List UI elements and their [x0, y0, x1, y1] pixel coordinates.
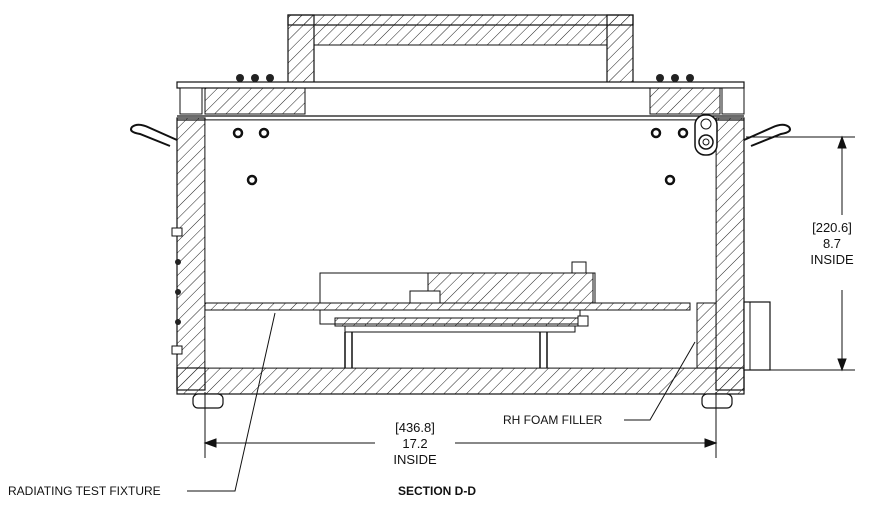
- radiating-fixture-leader: [187, 312, 276, 492]
- height-imperial: 8.7: [822, 236, 842, 251]
- test-fixture: [319, 261, 596, 368]
- rh-foam-filler: [696, 302, 717, 369]
- shelf-plate: [204, 302, 691, 311]
- width-metric: [436.8]: [395, 420, 435, 435]
- rh-foam-filler-label: RH FOAM FILLER: [503, 413, 603, 427]
- foam-filler-leader: [624, 341, 696, 421]
- right-side-handle: [743, 123, 791, 147]
- width-imperial: 17.2: [402, 436, 428, 451]
- right-side-box: [743, 301, 771, 371]
- right-foot: [701, 393, 733, 409]
- left-side-handle: [130, 123, 178, 147]
- height-metric: [220.6]: [812, 220, 852, 235]
- radiating-test-fixture-label: RADIATING TEST FIXTURE: [8, 484, 161, 498]
- section-title: SECTION D-D: [398, 484, 476, 498]
- inner-bolts: [232, 127, 689, 186]
- left-foot: [192, 393, 224, 409]
- height-note: INSIDE: [810, 252, 854, 267]
- lid: [176, 74, 745, 121]
- width-note: INSIDE: [393, 452, 437, 467]
- width-dimension: [203, 392, 718, 458]
- height-dimension-label: [220.6] 8.7 INSIDE: [804, 220, 860, 268]
- height-dimension: [746, 135, 855, 372]
- left-wall-connectors: [171, 227, 183, 355]
- lid-handle: [287, 14, 634, 88]
- latch: [694, 114, 718, 156]
- width-dimension-label: [436.8] 17.2 INSIDE: [380, 420, 450, 468]
- enclosure-walls: [176, 117, 745, 395]
